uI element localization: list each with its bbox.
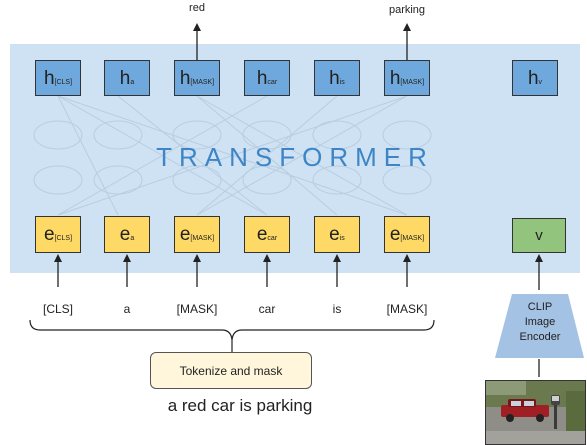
token-brace <box>29 319 435 341</box>
token-is: is <box>332 302 342 316</box>
output-label-red: red <box>189 2 205 14</box>
token-car: car <box>258 302 276 316</box>
clip-encoder-shape <box>495 294 584 358</box>
token-mask-2: [MASK] <box>386 302 428 316</box>
input-sentence: a red car is parking <box>167 396 313 415</box>
embedding-cls: e[CLS] <box>35 216 81 253</box>
network-lines <box>33 95 432 216</box>
hidden-state-cls: h[CLS] <box>35 60 81 96</box>
embedding-mask-1: e[MASK] <box>174 216 220 253</box>
car-photo <box>485 380 586 445</box>
tokenize-step: Tokenize and mask <box>150 352 312 389</box>
transformer-label: TRANSFORMER <box>156 142 434 172</box>
hidden-state-mask-1: h[MASK] <box>174 60 220 96</box>
token-a: a <box>123 302 131 316</box>
hidden-state-mask-2: h[MASK] <box>384 60 430 96</box>
embedding-mask-2: e[MASK] <box>384 216 430 253</box>
token-cls: [CLS] <box>42 302 73 316</box>
output-label-parking: parking <box>388 4 426 16</box>
visual-embedding: v <box>512 218 566 253</box>
token-mask-1: [MASK] <box>176 302 218 316</box>
